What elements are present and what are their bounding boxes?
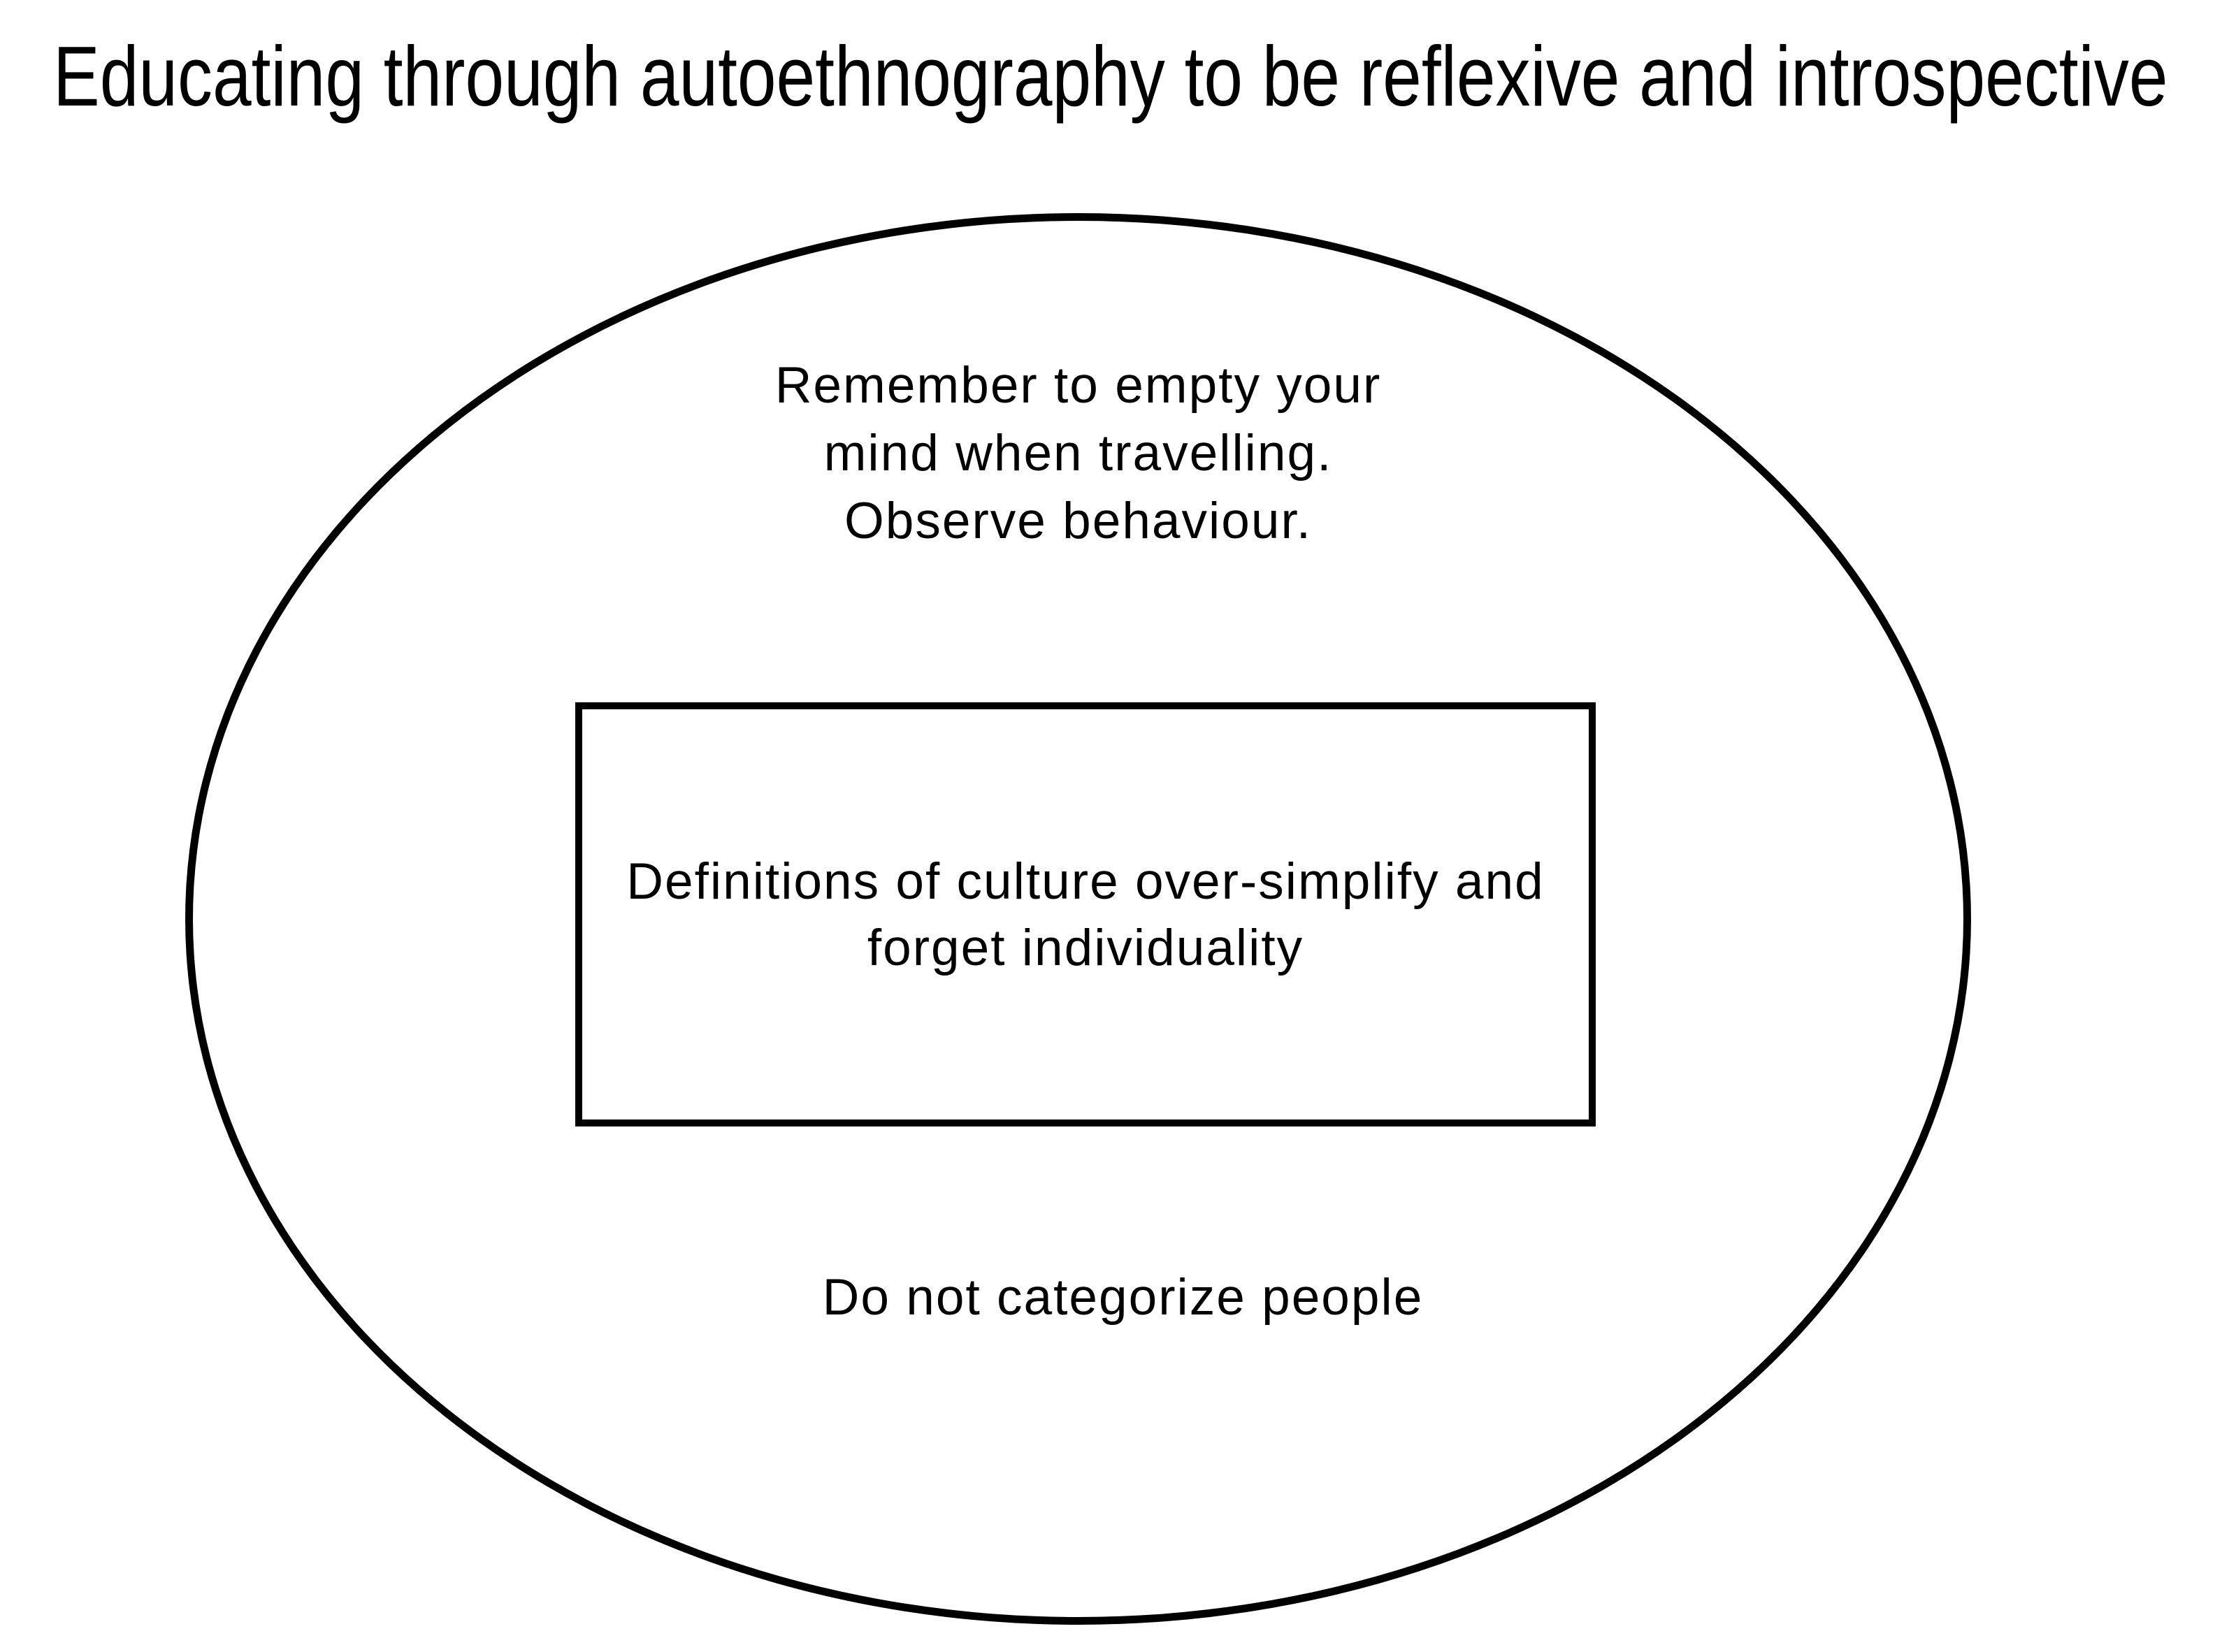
page-title-text: Educating through autoethnography to be … bbox=[53, 29, 2168, 124]
top-note-line-1: Remember to empty your bbox=[774, 357, 1382, 414]
top-note-line-2: mind when travelling. bbox=[823, 425, 1333, 481]
center-rectangle-text: Definitions of culture over-simplify and… bbox=[626, 848, 1544, 981]
center-rectangle-shape: Definitions of culture over-simplify and… bbox=[575, 702, 1596, 1126]
box-text-line-2: forget individuality bbox=[867, 919, 1304, 976]
top-note-line-3: Observe behaviour. bbox=[844, 493, 1313, 549]
page-title: Educating through autoethnography to be … bbox=[53, 25, 2222, 127]
box-text-line-1: Definitions of culture over-simplify and bbox=[626, 853, 1545, 910]
outer-ellipse-shape bbox=[185, 213, 1971, 1625]
ellipse-top-note: Remember to empty your mind when travell… bbox=[185, 352, 1971, 555]
ellipse-bottom-note: Do not categorize people bbox=[822, 1269, 1424, 1326]
